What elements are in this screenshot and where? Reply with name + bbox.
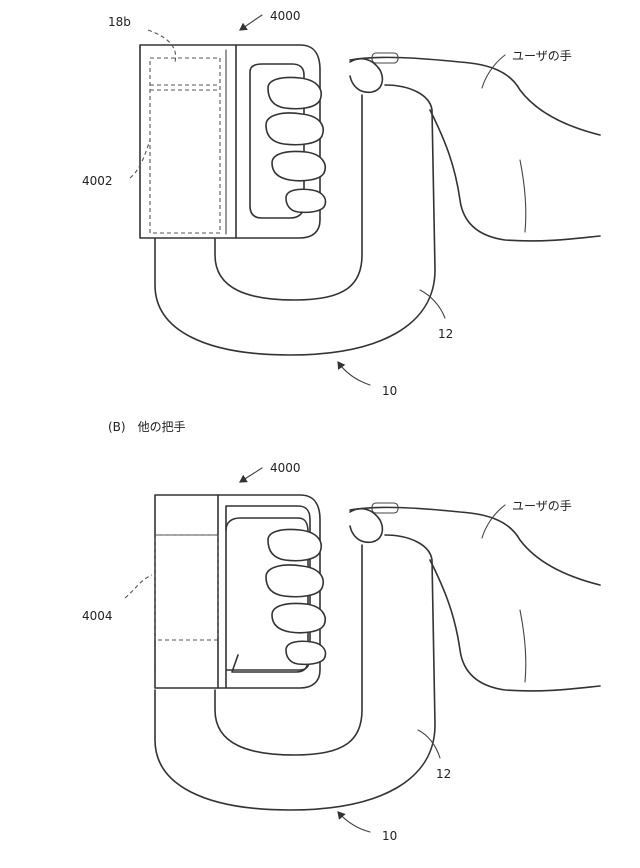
leader-10-b: [337, 811, 371, 833]
label-12: 12: [438, 327, 453, 341]
thumb-nail: [371, 52, 399, 64]
user-hand-outline: [349, 56, 601, 242]
label-user-hand-b: ユーザの手: [512, 499, 572, 513]
hand-crease: [519, 159, 527, 233]
slot-outline-b: [154, 534, 219, 641]
u-grip-outer: [154, 84, 436, 356]
panel-a: 4000 18b 4002 ユーザの手 12 10: [82, 9, 601, 398]
fingers-b: [265, 528, 327, 666]
leader-4000: [239, 14, 263, 31]
label-10: 10: [382, 384, 397, 398]
thumb-b: [349, 507, 384, 544]
leader-18b: [147, 29, 177, 63]
u-grip-inner: [214, 94, 363, 301]
leader-10: [337, 361, 371, 386]
label-4000: 4000: [270, 9, 301, 23]
panel-b-caption: (B) 他の把手: [108, 420, 186, 434]
leader-hand-b: [481, 504, 506, 539]
user-hand-outline-b: [349, 506, 601, 692]
leader-12: [419, 289, 446, 319]
thumb: [349, 57, 384, 94]
hand-crease-b: [519, 609, 527, 683]
u-grip-inner-b: [214, 544, 363, 756]
leader-hand: [481, 54, 506, 89]
handle-opening-b: [225, 517, 309, 673]
u-grip-outer-b: [154, 534, 436, 811]
fingers: [265, 76, 327, 214]
panel-b: 4000 4004 ユーザの手 12 10: [82, 461, 601, 843]
label-4000-b: 4000: [270, 461, 301, 475]
label-user-hand: ユーザの手: [512, 49, 572, 63]
leader-12-b: [417, 729, 441, 759]
label-4002: 4002: [82, 174, 113, 188]
label-10-b: 10: [382, 829, 397, 843]
slot-outline: [149, 57, 221, 234]
label-12-b: 12: [436, 767, 451, 781]
leader-4000-b: [239, 467, 263, 483]
leader-4002: [129, 139, 151, 179]
leader-4004: [124, 574, 153, 599]
label-4004: 4004: [82, 609, 113, 623]
label-18b: 18b: [108, 15, 131, 29]
thumb-nail-b: [371, 502, 399, 514]
